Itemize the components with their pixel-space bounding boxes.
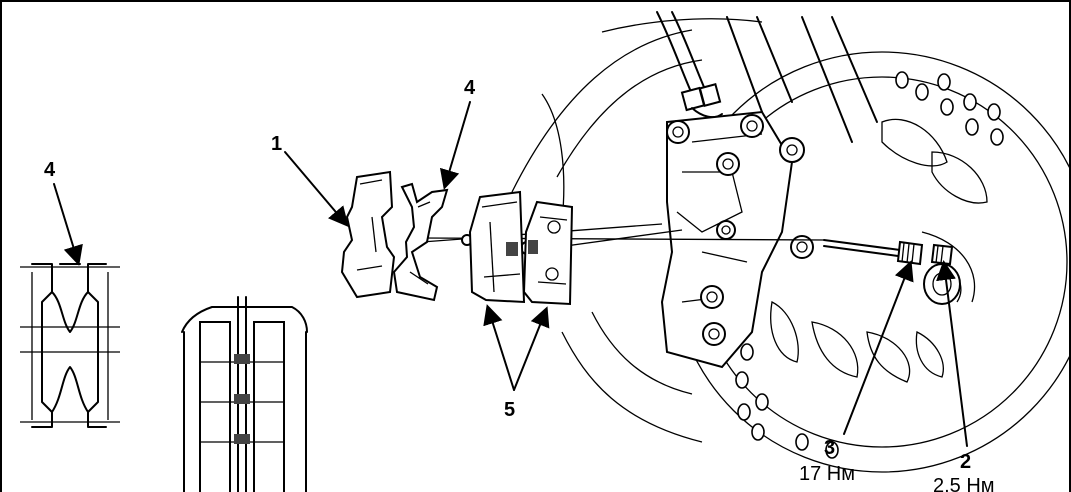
retainer-spring: [392, 182, 449, 302]
disc-slots: [770, 118, 988, 383]
brake-pad-outer: [522, 200, 574, 306]
pad-pin-bolt: [823, 239, 924, 266]
brake-hose: [656, 11, 723, 119]
detail-pad-section: [181, 296, 308, 492]
pad-spring: [340, 170, 396, 299]
callout-4-retainer-spring: 4: [464, 77, 476, 99]
torque-pin-plug: 2,5 Нм: [933, 475, 995, 492]
pin-plug: [923, 243, 961, 305]
torque-pin-bolt: 17 Нм: [799, 463, 855, 485]
leader-lines: [53, 101, 968, 447]
disc-holes: [735, 71, 1004, 459]
caliper-bolts: [666, 114, 814, 346]
callout-3-pin-bolt: 3: [824, 437, 836, 459]
brake-pad-inner: [468, 190, 526, 304]
callout-2-pin-plug: 2: [960, 451, 972, 473]
callout-1-pad-spring: 1: [271, 133, 283, 155]
callout-4-detail-spring: 4: [44, 159, 56, 181]
detail-spring-view: [20, 263, 120, 428]
callout-5-brake-pads: 5: [504, 399, 516, 421]
wheel-outline: [511, 18, 763, 443]
